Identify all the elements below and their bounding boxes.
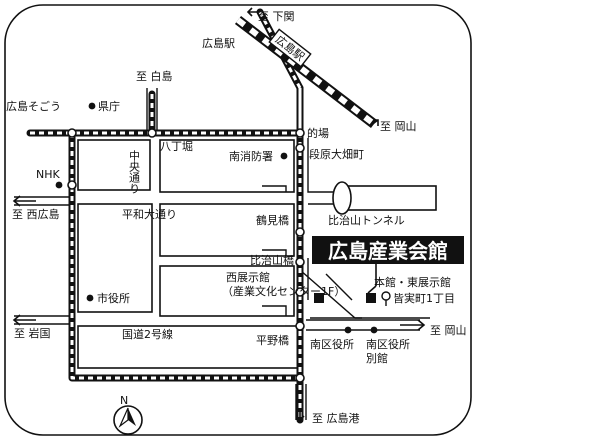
west-hall-marker <box>314 293 324 303</box>
hatchobori-label: 八丁堀 <box>160 140 193 153</box>
danbara-label: 段原大畑町 <box>309 147 364 161</box>
south-ward-annex-label-1: 南区役所 <box>366 337 410 351</box>
dir-bottom-label: 至 広島港 <box>312 411 360 425</box>
dir-left-label: 至 西広島 <box>12 207 60 221</box>
title-background <box>312 236 464 264</box>
main-hall-label: 本館・東展示館 <box>374 275 451 289</box>
south-ward-office-label: 南区役所 <box>310 337 354 351</box>
jr-railway <box>234 16 378 128</box>
city-hall-label: 市役所 <box>97 291 130 305</box>
north-label: N <box>120 394 128 407</box>
heiwa-odori-label: 平和大通り <box>122 207 177 221</box>
minami-fire-label: 南消防署 <box>229 149 273 163</box>
stop-markers <box>67 128 305 383</box>
venue-title: 広島産業会館 <box>328 239 448 263</box>
block-street <box>77 325 301 369</box>
chuo-dori-label: 中央通り <box>128 150 141 194</box>
block-street <box>159 265 295 317</box>
direction-arrows <box>12 7 426 422</box>
streetcar-lines <box>26 8 304 424</box>
matoba-label: 的場 <box>307 126 329 140</box>
tram-stop-icon <box>381 291 391 301</box>
block-street <box>77 203 153 313</box>
dir-right-bottom-label: 至 岡山 <box>430 324 467 337</box>
kencho-label: 県庁 <box>98 99 120 113</box>
route2-label: 国道2号線 <box>122 327 173 341</box>
nhk-label: NHK <box>36 168 61 181</box>
hijiyama-bridge-label: 比治山橋 <box>250 253 294 267</box>
hijiyama-tunnel <box>332 181 437 215</box>
dir-top-left-label: 至 白島 <box>136 69 173 83</box>
block-street <box>159 203 295 257</box>
block-street <box>262 305 287 316</box>
tsurumi-bridge-label: 鶴見橋 <box>256 213 289 227</box>
north-arrow: N <box>113 394 143 435</box>
dir-right-top-label: 至 岡山 <box>380 120 417 133</box>
sogo-label: 広島そごう <box>6 99 61 113</box>
dir-left-bottom-label: 至 岩国 <box>14 326 51 340</box>
dir-top-label: 至 下関 <box>258 10 295 23</box>
minamimachi-label: 皆実町1丁目 <box>393 291 455 305</box>
landmark-dots <box>55 102 378 334</box>
block-street <box>262 185 287 192</box>
block-street <box>159 139 295 193</box>
west-hall-label-1: 西展示館 <box>226 270 270 284</box>
block-street <box>307 138 340 193</box>
main-hall-marker <box>366 293 376 303</box>
block-street <box>325 273 353 301</box>
block-street <box>262 249 287 256</box>
west-hall-label-2: （産業文化センター1F） <box>222 284 345 298</box>
south-ward-annex-label-2: 別館 <box>366 351 388 365</box>
tunnel-label: 比治山トンネル <box>328 213 405 227</box>
heiwa-bridge-label: 平野橋 <box>256 333 289 347</box>
block-street <box>77 139 151 191</box>
hiroshima-station-label: 広島駅 <box>202 36 235 50</box>
